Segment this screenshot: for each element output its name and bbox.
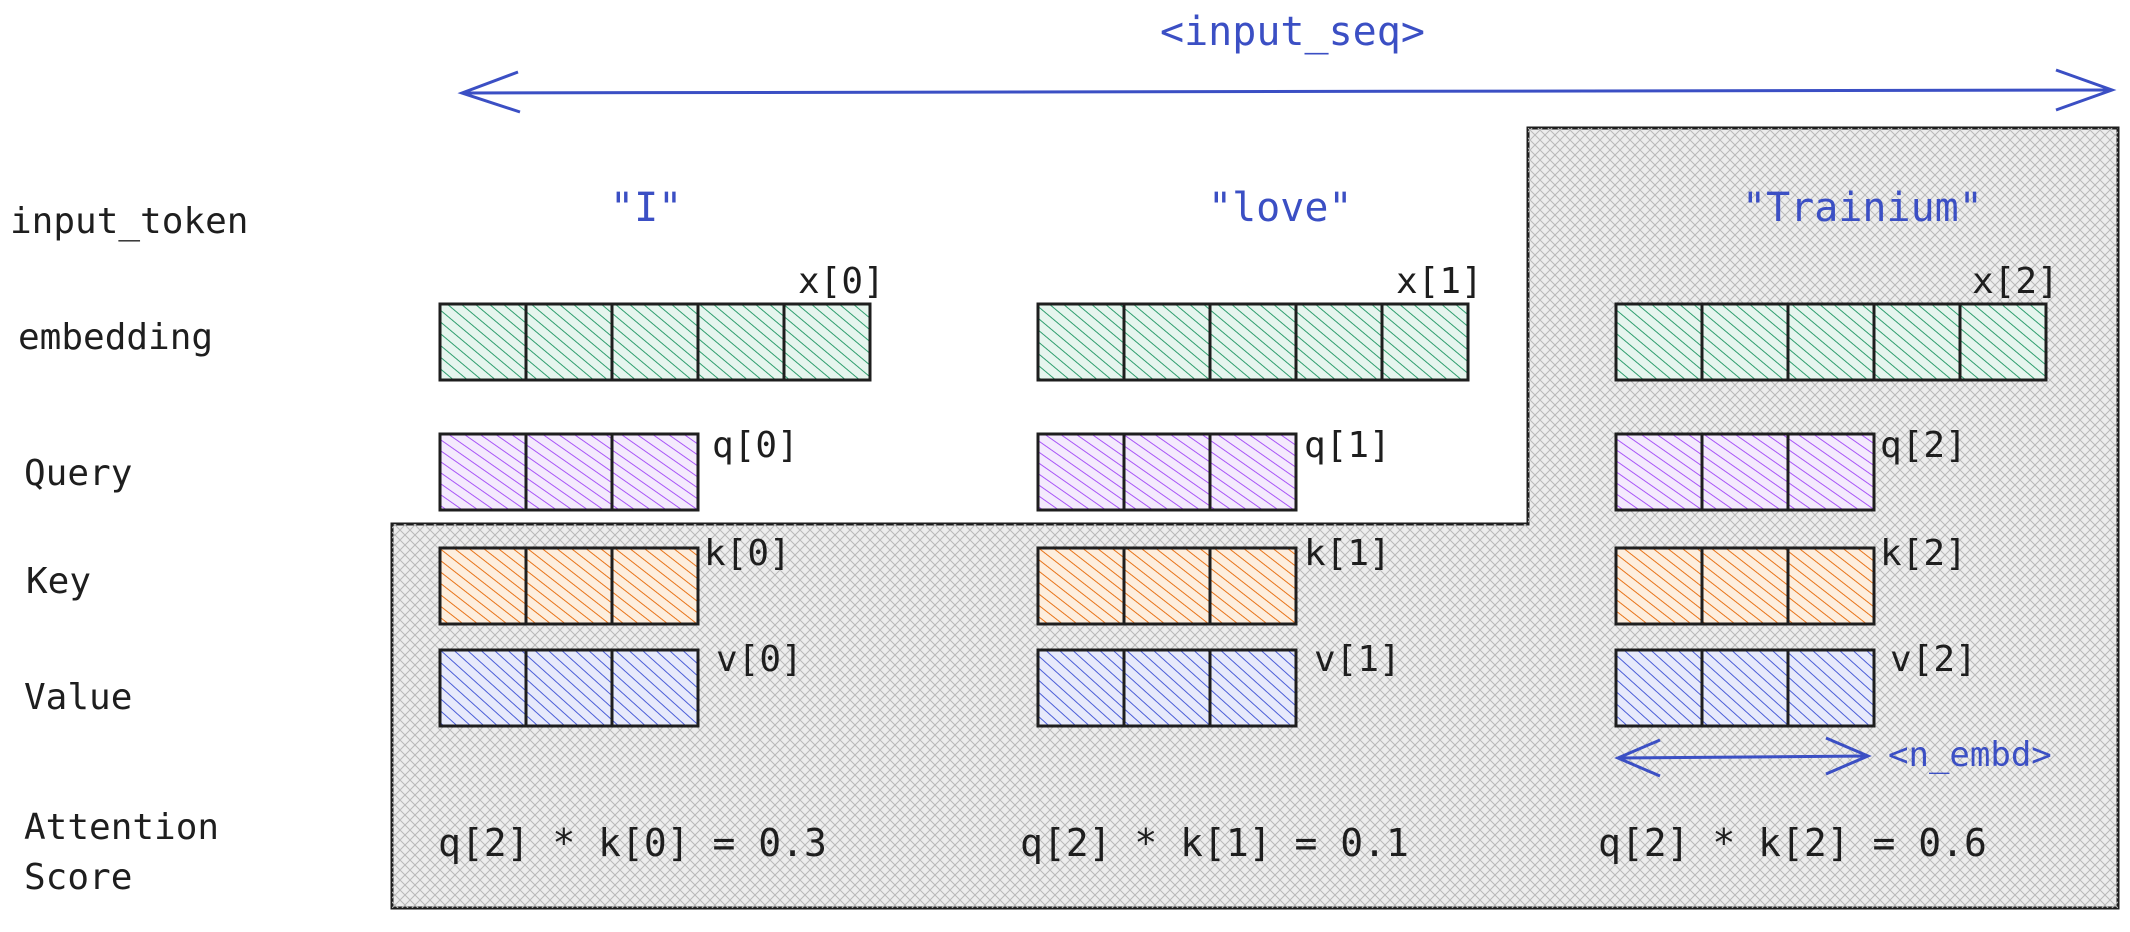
embedding-cell-1-0 [1036,302,1126,382]
q-label-2: q[2] [1880,425,1967,466]
embedding-cell-1-4 [1380,302,1470,382]
query-cell-1-0 [1036,432,1126,512]
query-cell-2-1 [1700,432,1790,512]
value-cell-1-0 [1036,648,1126,728]
vector-cells [438,302,2048,728]
x-label-2: x[2] [1972,261,2059,302]
embedding-cell-0-0 [438,302,528,382]
embedding-cell-1-3 [1294,302,1384,382]
row-label-key: Key [26,561,92,602]
n-embd-label: <n_embd> [1888,735,2052,775]
query-cell-1-2 [1208,432,1298,512]
embedding-cell-0-1 [524,302,614,382]
key-cell-0-0 [438,546,528,626]
embedding-cell-2-2 [1786,302,1876,382]
score-2: q[2] * k[2] = 0.6 [1598,821,1987,865]
score-0: q[2] * k[0] = 0.3 [438,821,827,865]
row-label-value: Value [24,677,133,718]
value-cell-2-2 [1786,648,1876,728]
row-label-input-token: input_token [10,201,249,242]
k-label-0: k[0] [704,533,791,574]
query-cell-1-1 [1122,432,1212,512]
attention-region-hatch [392,128,2118,908]
token-0: "I" [610,185,683,231]
embedding-cell-0-2 [610,302,700,382]
input-seq-arrow [457,68,2117,114]
key-cell-2-2 [1786,546,1876,626]
key-cell-1-0 [1036,546,1126,626]
k-label-2: k[2] [1880,533,1967,574]
embedding-cell-1-2 [1208,302,1298,382]
embedding-cell-2-0 [1614,302,1704,382]
q-label-0: q[0] [712,425,799,466]
n-embd-arrow [1614,736,1872,778]
score-1: q[2] * k[1] = 0.1 [1020,821,1409,865]
value-cell-2-0 [1614,648,1704,728]
query-cell-0-2 [610,432,700,512]
v-label-0: v[0] [716,639,803,680]
embedding-cell-0-4 [782,302,872,382]
row-label-query: Query [24,453,133,494]
embedding-cell-2-4 [1958,302,2048,382]
row-label-score: Score [24,857,133,898]
embedding-cell-1-1 [1122,302,1212,382]
query-cell-0-1 [524,432,614,512]
token-1: "love" [1208,185,1353,231]
value-cell-0-1 [524,648,614,728]
key-cell-0-2 [610,546,700,626]
embedding-cell-2-1 [1700,302,1790,382]
v-label-1: v[1] [1314,639,1401,680]
value-cell-0-0 [438,648,528,728]
key-cell-1-2 [1208,546,1298,626]
v-label-2: v[2] [1890,639,1977,680]
row-label-embedding: embedding [18,317,214,358]
key-cell-0-1 [524,546,614,626]
x-label-1: x[1] [1396,261,1483,302]
embedding-cell-0-3 [696,302,786,382]
key-cell-2-0 [1614,546,1704,626]
query-cell-2-0 [1614,432,1704,512]
input-seq-label: <input_seq> [1160,9,1425,55]
q-label-1: q[1] [1304,425,1391,466]
key-cell-2-1 [1700,546,1790,626]
value-cell-1-2 [1208,648,1298,728]
query-cell-2-2 [1786,432,1876,512]
value-cell-1-1 [1122,648,1212,728]
value-cell-2-1 [1700,648,1790,728]
embedding-cell-2-3 [1872,302,1962,382]
row-label-attention: Attention [24,807,220,848]
x-label-0: x[0] [798,261,885,302]
query-cell-0-0 [438,432,528,512]
key-cell-1-1 [1122,546,1212,626]
k-label-1: k[1] [1304,533,1391,574]
value-cell-0-2 [610,648,700,728]
token-2: "Trainium" [1742,185,1983,231]
